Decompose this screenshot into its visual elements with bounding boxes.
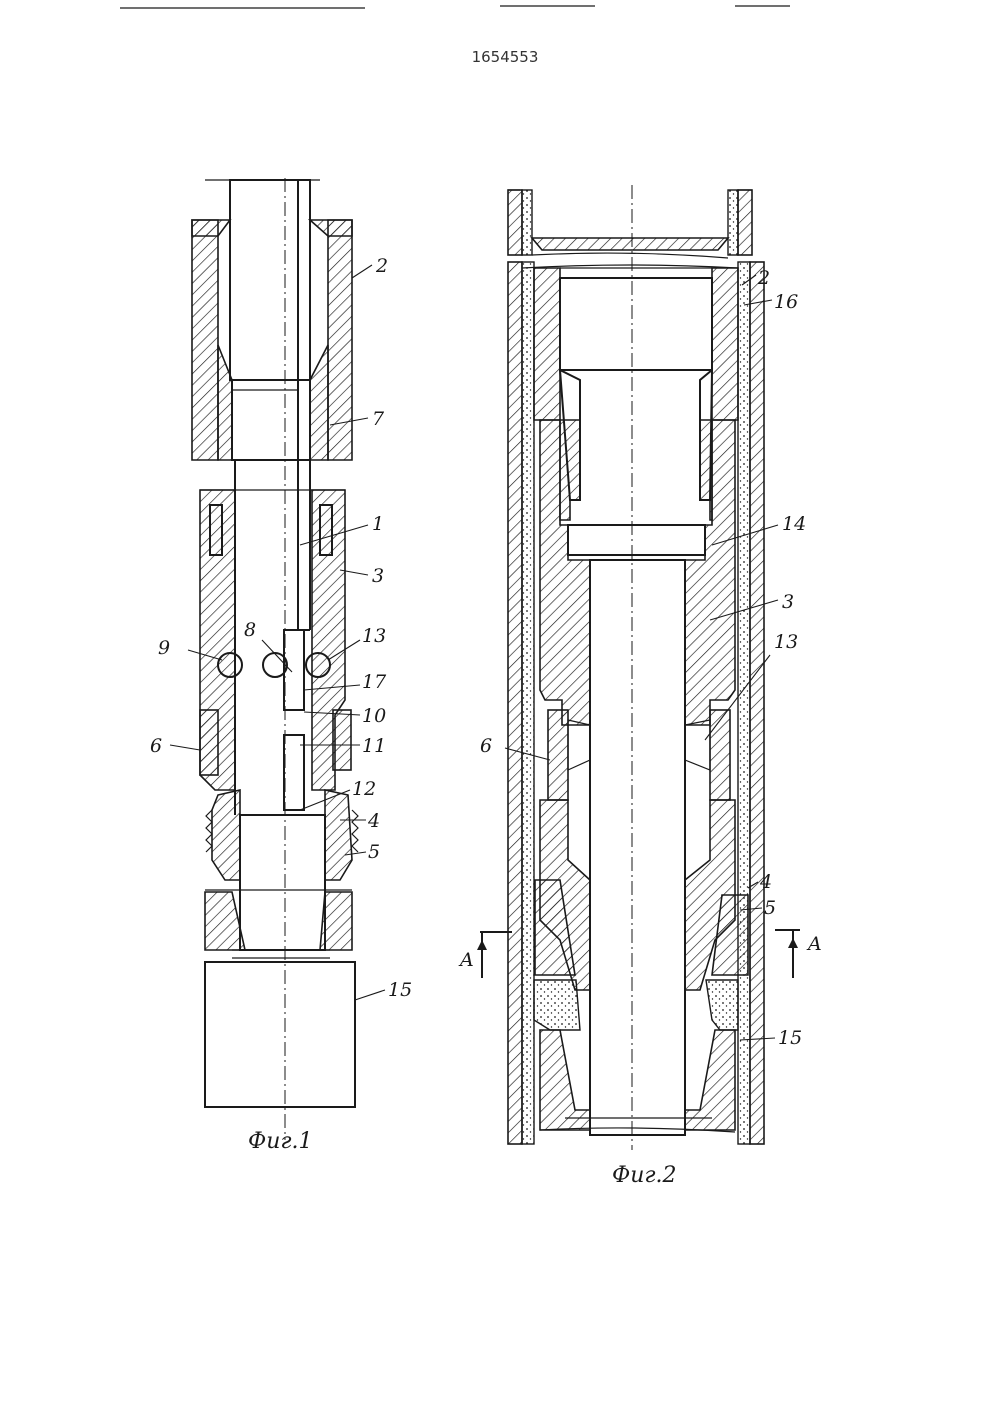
fig1-label-6: 6 [150, 735, 162, 757]
figure-1: 2 7 1 3 13 9 8 17 10 11 6 12 4 5 15 Фиг.… [150, 178, 412, 1154]
fig1-label-12: 12 [352, 778, 376, 800]
fig1-thread-left [205, 809, 213, 853]
fig2-casing15-left [539, 1029, 591, 1131]
figure-2: 2 16 14 3 13 6 4 5 A A 15 Фиг.2 [458, 185, 822, 1188]
fig1-label-2: 2 [375, 255, 388, 277]
fig1-label-5: 5 [368, 841, 380, 863]
fig2-slip-right [709, 709, 731, 801]
fig1-label-9: 9 [158, 637, 170, 659]
fig2-leaders [504, 274, 779, 1041]
fig1-label-3: 3 [372, 565, 384, 587]
fig2-section-label-right: A [806, 933, 822, 955]
fig2-label-13: 13 [774, 631, 798, 653]
fig2-caption: Фиг.2 [612, 1163, 677, 1188]
fig2-ring-14 [567, 524, 706, 556]
fig1-collar [231, 379, 311, 461]
fig1-ball-9 [217, 652, 243, 678]
fig1-cone-left [211, 788, 241, 881]
fig2-label-16: 16 [774, 291, 798, 313]
fig2-bore-upper [559, 277, 713, 371]
fig1-label-11: 11 [362, 735, 386, 757]
fig2-body-right [684, 419, 736, 726]
fig1-sleeve-right-wall [327, 219, 353, 461]
fig2-section-marker-left [477, 931, 512, 978]
fig1-label-4: 4 [367, 810, 380, 832]
fig2-casing15-right [684, 1029, 736, 1131]
fig1-casing-15 [204, 961, 356, 1108]
fig2-label-15: 15 [778, 1027, 802, 1049]
fig1-caption: Фиг.1 [248, 1129, 313, 1154]
fig1-label-17: 17 [362, 671, 387, 693]
fig2-cone-left [534, 879, 576, 976]
scan-edge-marks [120, 5, 790, 9]
fig1-label-7: 7 [372, 408, 385, 430]
fig2-label-14: 14 [782, 513, 806, 535]
fig1-label-10: 10 [362, 705, 386, 727]
fig1-label-15: 15 [388, 979, 412, 1001]
fig2-upper-casing [507, 189, 753, 259]
fig1-ball-8 [262, 652, 288, 678]
fig2-cement-right [737, 261, 751, 1145]
fig1-slip-left [199, 709, 219, 776]
fig2-cement-left [521, 261, 535, 1145]
fig2-casing-left [507, 261, 523, 1145]
fig2-label-5: 5 [764, 897, 776, 919]
fig2-slip-left [547, 709, 569, 801]
fig1-leaders [169, 264, 386, 1001]
fig1-ball-13 [305, 652, 331, 678]
fig1-slip-right [332, 709, 352, 771]
fig1-label-8: 8 [244, 619, 256, 641]
fig2-label-2: 2 [757, 267, 770, 289]
patent-number: 1654553 [472, 48, 539, 66]
fig2-section-label-left: A [458, 949, 474, 971]
fig2-label-6: 6 [480, 735, 492, 757]
fig2-sand-left [533, 979, 581, 1031]
fig2-label-4: 4 [759, 871, 772, 893]
fig1-valve-17 [283, 629, 305, 711]
fig2-casing-right [749, 261, 765, 1145]
fig1-thread-right [351, 809, 359, 853]
fig1-lower-right [319, 891, 353, 951]
fig1-label-13: 13 [362, 625, 386, 647]
fig2-label-3: 3 [782, 591, 794, 613]
fig2-sand-right [705, 979, 739, 1031]
fig2-section-marker-right [775, 929, 800, 978]
fig2-inner-bore [589, 559, 686, 1136]
fig1-label-1: 1 [372, 513, 384, 535]
fig1-valve-11 [283, 734, 305, 811]
fig1-sleeve-left-wall [191, 219, 219, 461]
fig1-shoulder-right [309, 344, 329, 461]
fig1-inner-bore [239, 814, 326, 951]
fig1-cone-right [324, 789, 353, 881]
fig2-cone-right [711, 894, 749, 976]
